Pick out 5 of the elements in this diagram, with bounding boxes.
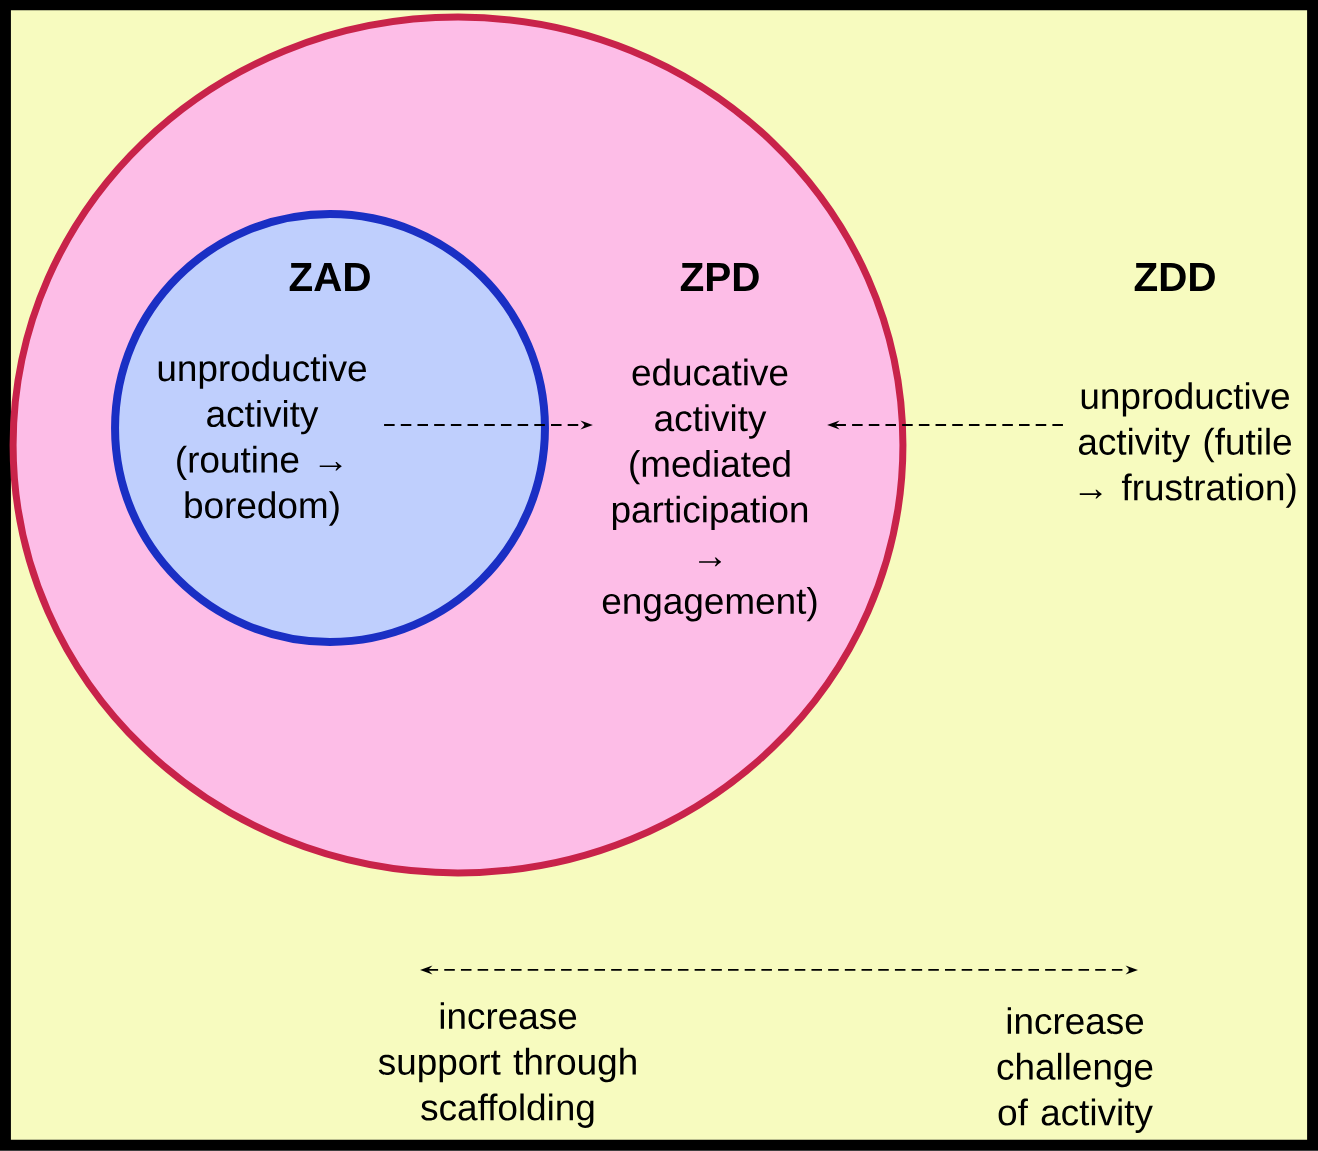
zone-description: educative activity (mediated participation → engagement) (602, 358, 817, 622)
axis-label: increase challenge of activity (997, 1007, 1153, 1133)
zone-description: unproductive activity (routine → boredom) (158, 354, 366, 526)
zone-description: unproductive activity (futile → frustration) (1078, 382, 1296, 508)
axis-label: increase support through scaffolding (378, 1002, 636, 1128)
